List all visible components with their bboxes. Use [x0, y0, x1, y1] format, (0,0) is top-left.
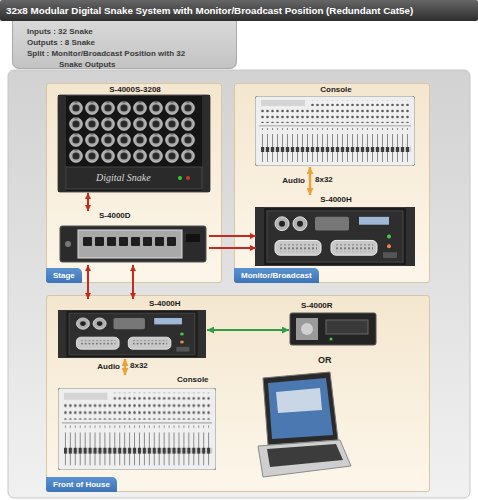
split-unit-illustration: [60, 226, 206, 262]
device-name: Console: [177, 375, 209, 385]
device-name: S-4000R: [301, 301, 333, 311]
rack-ear: [202, 95, 210, 192]
software-window: [276, 388, 322, 413]
remote-panel: [296, 318, 318, 340]
signal-connector: [209, 235, 256, 237]
status-led: [186, 176, 190, 180]
digital-split: S-4000D: [59, 211, 209, 265]
device-name: S-4000H: [256, 195, 416, 205]
signal-connector: [309, 167, 312, 195]
title-bar: [0, 0, 478, 21]
location-panel: Monitor/Broadcast ConsoleS-4000H: [234, 83, 430, 283]
signal-connector: [132, 265, 134, 299]
split-panel: [78, 230, 182, 258]
remote-connector: [301, 323, 313, 335]
device-name: S-4000H: [149, 299, 181, 309]
laptop-keyboard: [267, 444, 343, 467]
power-jack: [65, 241, 71, 247]
monitor-hub-illustration: [255, 207, 415, 266]
split-chassis: [60, 226, 206, 262]
signal-connector: [87, 193, 89, 211]
signal-connector: [209, 247, 256, 249]
mixing-console: Console: [59, 375, 217, 473]
signal-connector: [207, 329, 289, 331]
laptop-illustration: [258, 372, 351, 477]
status-led: [178, 176, 182, 180]
split-display: [186, 234, 200, 242]
monitor-console-illustration: [255, 96, 415, 166]
signal-connector: [87, 265, 89, 299]
status-led: [330, 338, 333, 341]
spec-line: Outputs : 8 Snake: [27, 37, 205, 48]
remote-chassis: [290, 313, 376, 345]
location-panel: Stage S-4000S-3208S-4000D: [46, 83, 222, 283]
panel-tab: Monitor/Broadcast: [234, 268, 319, 283]
foh-hub-illustration: [58, 310, 206, 358]
location-panel: Front of House S-4000H S-4000R Console: [46, 295, 430, 492]
foh-console-illustration: [58, 388, 216, 470]
remote-unit: S-4000R: [289, 301, 377, 347]
rack-ear: [58, 95, 66, 192]
spec-box: Inputs : 32 SnakeOutputs : 8 SnakeSplit …: [12, 21, 237, 69]
mixing-console: Console: [256, 85, 416, 167]
diagram-title: 32x8 Modular Digital Snake System with M…: [6, 5, 413, 17]
device-name: S-4000S-3208: [59, 85, 211, 95]
signal-connector: [124, 359, 127, 375]
laptop-screen: [268, 378, 333, 439]
device-name: Console: [256, 85, 416, 95]
xlr-grid: [68, 100, 196, 164]
spec-line: Inputs : 32 Snake: [27, 26, 205, 37]
device-name: S-4000D: [99, 211, 131, 221]
diagram-area: [8, 70, 470, 498]
panel-tab: Front of House: [46, 477, 117, 492]
stage-box-illustration: [58, 95, 210, 192]
spec-line: Split : Monitor/Broadcast Position with …: [27, 48, 205, 70]
laptop-lid: [263, 372, 338, 445]
stage-box: S-4000S-3208: [59, 85, 211, 193]
stage-box-base: [66, 167, 202, 189]
remote-display: [326, 320, 368, 334]
port-row: [82, 236, 178, 248]
hub-unit: S-4000H: [59, 299, 207, 359]
stage-box-chassis: [58, 95, 210, 192]
hub-unit: S-4000H: [256, 195, 416, 267]
panel-tab: Stage: [46, 268, 82, 283]
remote-unit-illustration: [290, 313, 376, 345]
laptop-base: [258, 440, 351, 477]
